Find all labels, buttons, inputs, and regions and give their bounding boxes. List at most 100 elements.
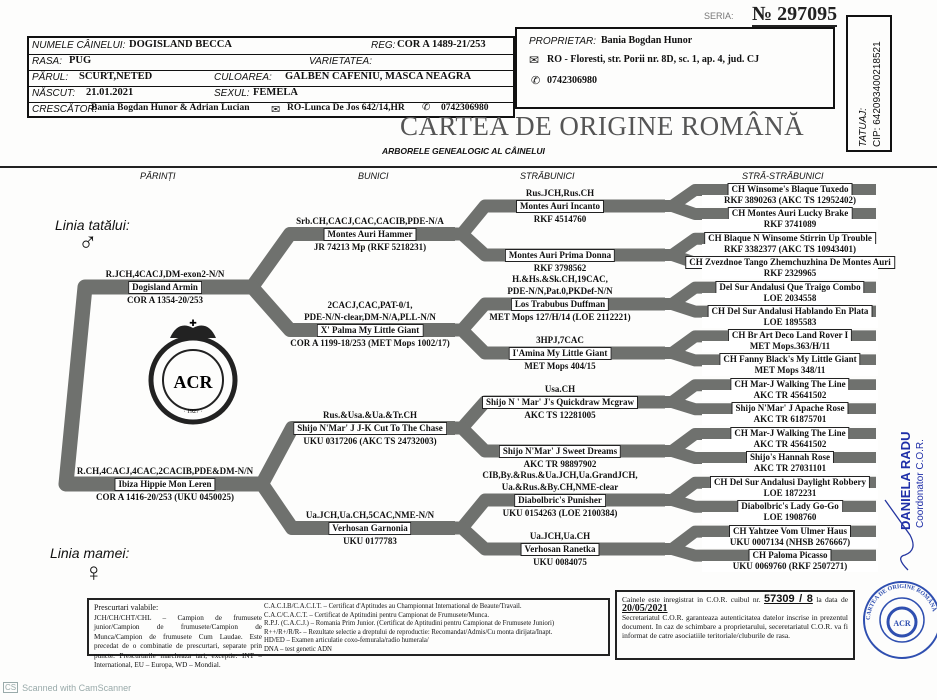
registration-mid: la data (816, 595, 838, 604)
owner-box: PROPRIETAR: Bania Bogdan Hunor ✉ RO - Fl… (515, 27, 835, 109)
owner-address: RO - Floresti, str. Porii nr. 8D, sc. 1,… (547, 54, 760, 65)
great-great-grandparent-reg: AKC TR 27031101 (702, 463, 878, 474)
grandparent-name: Montes Auri Hammer (323, 228, 417, 241)
dam-titles: R.CH,4CACJ,4CAC,2CACIB,PDE&DM-N/N (76, 466, 254, 476)
sire-name: Dogisland Armin (128, 281, 202, 294)
column-great-great-grandparents: STRĂ-STRĂBUNICI (742, 171, 824, 181)
great-great-grandparent-reg: AKC TR 45641502 (702, 439, 878, 450)
registration-text: Secretariatul C.O.R. garanteaza autentic… (622, 613, 848, 640)
great-grandparent-titles: Ua.JCH,Ua.CH (529, 531, 591, 541)
dog-info-box: NUMELE CÂINELUI: DOGISLAND BECCA REG: CO… (27, 36, 515, 118)
great-grandparent-reg: UKU 0084075 (533, 557, 587, 567)
document-title: CARTEA DE ORIGINE ROMÂNĂ (400, 111, 805, 141)
svg-text:CARTEA DE ORIGINE ROMÂNĂ: CARTEA DE ORIGINE ROMÂNĂ (866, 584, 937, 620)
signature-scribble (884, 499, 914, 571)
great-grandparent-reg: MET Mops 404/15 (524, 361, 596, 371)
abbreviations-legend: Prescurtari valabile: JCH/CH/CHT/CHL – C… (87, 598, 610, 669)
great-grandparent-name: Verhosan Ranetka (520, 543, 600, 556)
official-stamp: ACR CARTEA DE ORIGINE ROMÂNĂ (863, 581, 937, 659)
great-grandparent-reg: AKC TS 12281005 (524, 410, 596, 420)
svg-text:✚: ✚ (189, 318, 197, 328)
great-great-grandparent-reg: UKU 0007134 (NHSB 2676667) (702, 536, 878, 548)
great-grandparent-titles: Ua.&Rus.&By.CH,NME-clear (501, 482, 619, 492)
great-great-grandparent-reg: LOE 1908760 (702, 511, 878, 523)
great-grandparent-name: Shijo N ' Mar' J's Quickdraw Mcgraw (482, 396, 638, 409)
kennel-club-logo: ✚ ACR · 1927 · (148, 318, 238, 425)
legend-entry: HD/ED – Examen articulatie coxo-femurala… (264, 637, 429, 644)
great-grandparent-name: Montes Auri Prima Donna (504, 249, 616, 262)
envelope-icon: ✉ (529, 53, 540, 67)
great-great-grandparent-reg: RKF 3382377 (AKC TS 10943401) (702, 243, 878, 255)
owner-label: PROPRIETAR: (529, 36, 597, 47)
great-grandparent-titles: 3HPJ,7CAC (536, 335, 584, 345)
grandparent-name: Verhosan Garnonia (328, 522, 412, 535)
coat: SCURT,NETED (79, 71, 153, 82)
great-great-grandparent-reg: AKC TR 61875701 (702, 414, 878, 426)
color: GALBEN CAFENIU, MASCA NEAGRA (285, 71, 472, 82)
great-grandparent-name: Montes Auri Incanto (515, 200, 605, 213)
phone-icon: ✆ (531, 75, 541, 87)
sire-titles: R.JCH,4CACJ,DM-exon2-N/N (105, 269, 225, 279)
owner-name: Bania Bogdan Hunor (601, 35, 693, 46)
registration-prefix: Cainele este inregistrat in C.O.R. cuibu… (622, 595, 761, 604)
grandparent-name: Shijo N'Mar' J J-K Cut To The Chase (293, 422, 447, 435)
great-great-grandparent-reg: RKF 3890263 (AKC TS 12952402) (702, 195, 878, 206)
born-label: NĂSCUT: (32, 88, 76, 99)
great-great-grandparent-reg: AKC TR 45641502 (702, 390, 878, 402)
legend-entry: R.P.J. (C.A.C.J.) – Romania Prim Junior.… (264, 620, 555, 627)
great-grandparent-name: Diabolbric's Punisher (514, 494, 606, 507)
svg-text:ACR: ACR (893, 619, 911, 628)
grandparent-reg: UKU 0317206 (AKC TS 24732003) (303, 436, 437, 446)
legend-left-text: JCH/CH/CHT/CHL – Campion de frumusete ju… (94, 613, 262, 670)
registration-box: Cainele este inregistrat in C.O.R. cuibu… (615, 590, 855, 660)
grandparent-titles: Ua.JCH,Ua.CH,5CAC,NME-N/N (305, 510, 435, 520)
coat-label: PĂRUL: (32, 72, 69, 83)
dog-name: DOGISLAND BECCA (129, 39, 232, 50)
great-great-grandparent-reg: MET Mops.363/H/11 (702, 341, 878, 353)
legend-entry: DNA – test genetic ADN (264, 645, 332, 653)
legend-heading: Prescurtari valabile: (94, 603, 159, 612)
color-label: CULOAREA: (214, 72, 272, 83)
svg-text:ACR: ACR (174, 372, 214, 392)
legend-entry: C.A.C/C.A.C.T. – Certificat de Aptitudin… (264, 611, 490, 619)
grandparent-reg: COR A 1199-18/253 (MET Mops 1002/17) (290, 338, 450, 348)
envelope-icon: ✉ (271, 104, 281, 116)
great-great-grandparent-reg: MET Mops 348/11 (702, 365, 878, 377)
dam-name: Ibiza Hippie Mon Leren (114, 478, 216, 491)
dam-reg: COR A 1416-20/253 (UKU 0450025) (96, 492, 234, 502)
breeder-name: Bania Bogdan Hunor & Adrian Lucian (91, 103, 250, 113)
grandparent-titles: Rus.&Usa.&Ua.&Tr.CH (322, 410, 418, 420)
camscanner-text: Scanned with CamScanner (22, 682, 132, 693)
kennel-number: 57309 / 8 (763, 593, 813, 605)
great-great-grandparent-reg: RKF 3741089 (702, 219, 878, 230)
great-grandparent-name: Shijo N'Mar' J Sweet Dreams (498, 445, 622, 458)
breeder-label: CRESCĂTOR: (32, 104, 98, 115)
grandparent-reg: JR 74213 Mp (RKF 5218231) (313, 242, 427, 252)
column-grandparents: BUNICI (358, 171, 389, 181)
male-symbol-icon: ♂ (78, 228, 98, 257)
column-great-grandparents: STRĂBUNICI (520, 171, 575, 181)
mother-line-label: Linia mamei: (50, 545, 130, 561)
grandparent-titles: PDE-N/N-clear,DM-N/A,PLL-N/N (304, 312, 436, 322)
great-grandparent-titles: PDE-N/N,Pat.0,PKDef-N/N (507, 286, 613, 296)
breeder-phone: 0742306980 (441, 103, 489, 113)
serial-label: SERIA: (704, 11, 734, 21)
header-divider (0, 166, 937, 168)
phone-icon: ✆ (422, 102, 431, 113)
camscanner-badge: CS (3, 682, 19, 693)
grandparent-titles: 2CACJ,CAC,PAT-0/1, (327, 300, 413, 310)
legend-entry: C.A.C.I.B/C.A.C.I.T. – Certificat d'Apti… (264, 603, 522, 610)
sex-label: SEXUL: (214, 88, 250, 99)
great-grandparent-titles: Rus.JCH,Rus.CH (525, 188, 595, 198)
sex: FEMELA (253, 87, 298, 98)
variety-label: VARIETATEA: (309, 56, 372, 67)
born-date: 21.01.2021 (86, 87, 134, 98)
reg-label: REG: (371, 40, 396, 51)
great-grandparent-titles: H.&Hs.&Sk.CH,19CAC, (512, 274, 608, 284)
svg-text:· 1927 ·: · 1927 · (184, 409, 203, 415)
sire-reg: COR A 1354-20/253 (126, 295, 204, 305)
female-symbol-icon: ♀ (84, 558, 104, 587)
tattoo-box: TATUAJ: CIP: 642093400218521 (846, 15, 892, 152)
great-great-grandparent-reg: LOE 2034558 (702, 292, 878, 304)
